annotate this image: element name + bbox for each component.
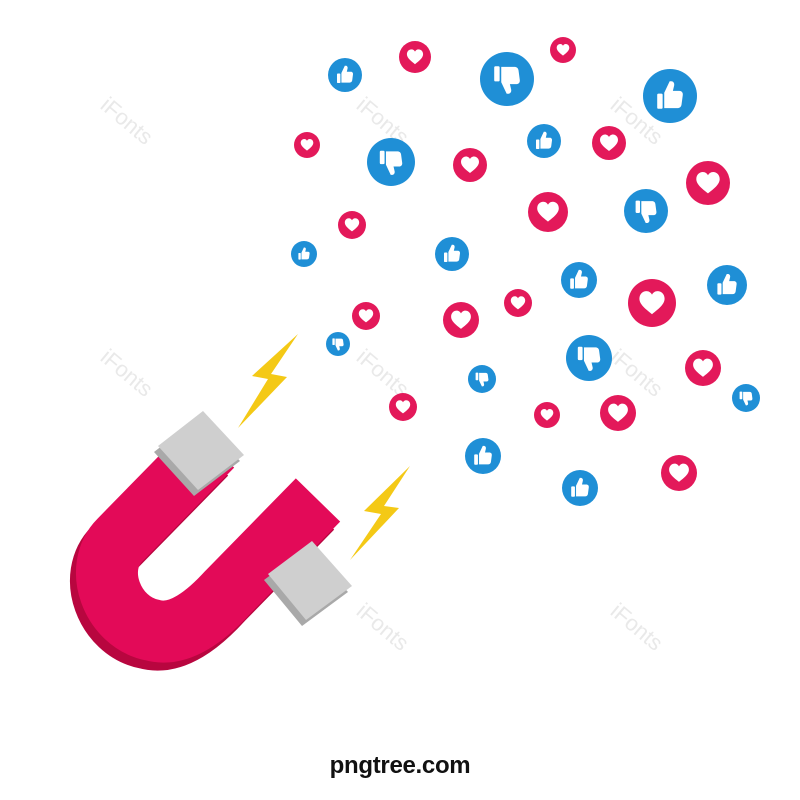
heart-icon — [389, 393, 417, 421]
thumbs-up-icon — [561, 262, 597, 298]
thumbs-up-icon — [465, 438, 501, 474]
brand-logo-text: pngtree.com — [329, 752, 471, 779]
heart-icon — [550, 37, 576, 63]
thumbs-up-icon — [707, 265, 747, 305]
heart-icon — [592, 126, 626, 160]
thumbs-up-icon — [291, 241, 317, 267]
heart-icon — [399, 41, 431, 73]
heart-icon — [534, 402, 560, 428]
heart-icon — [453, 148, 487, 182]
thumbs-up-icon — [328, 58, 362, 92]
heart-icon — [685, 350, 721, 386]
thumbs-down-icon — [367, 138, 415, 186]
thumbs-down-icon — [732, 384, 760, 412]
heart-icon — [528, 192, 568, 232]
heart-icon — [661, 455, 697, 491]
thumbs-down-icon — [326, 332, 350, 356]
magnet-icon — [70, 411, 352, 671]
heart-icon — [443, 302, 479, 338]
thumbs-up-icon — [527, 124, 561, 158]
thumbs-up-icon — [562, 470, 598, 506]
heart-icon — [338, 211, 366, 239]
reaction-badges — [291, 37, 760, 506]
heart-icon — [504, 289, 532, 317]
thumbs-down-icon — [566, 335, 612, 381]
heart-icon — [294, 132, 320, 158]
thumbs-down-icon — [468, 365, 496, 393]
thumbs-up-icon — [435, 237, 469, 271]
lightning-bolt-icon — [238, 334, 298, 428]
heart-icon — [600, 395, 636, 431]
thumbs-down-icon — [480, 52, 534, 106]
thumbs-up-icon — [643, 69, 697, 123]
heart-icon — [628, 279, 676, 327]
heart-icon — [686, 161, 730, 205]
thumbs-down-icon — [624, 189, 668, 233]
lightning-bolt-icon — [350, 466, 410, 560]
heart-icon — [352, 302, 380, 330]
